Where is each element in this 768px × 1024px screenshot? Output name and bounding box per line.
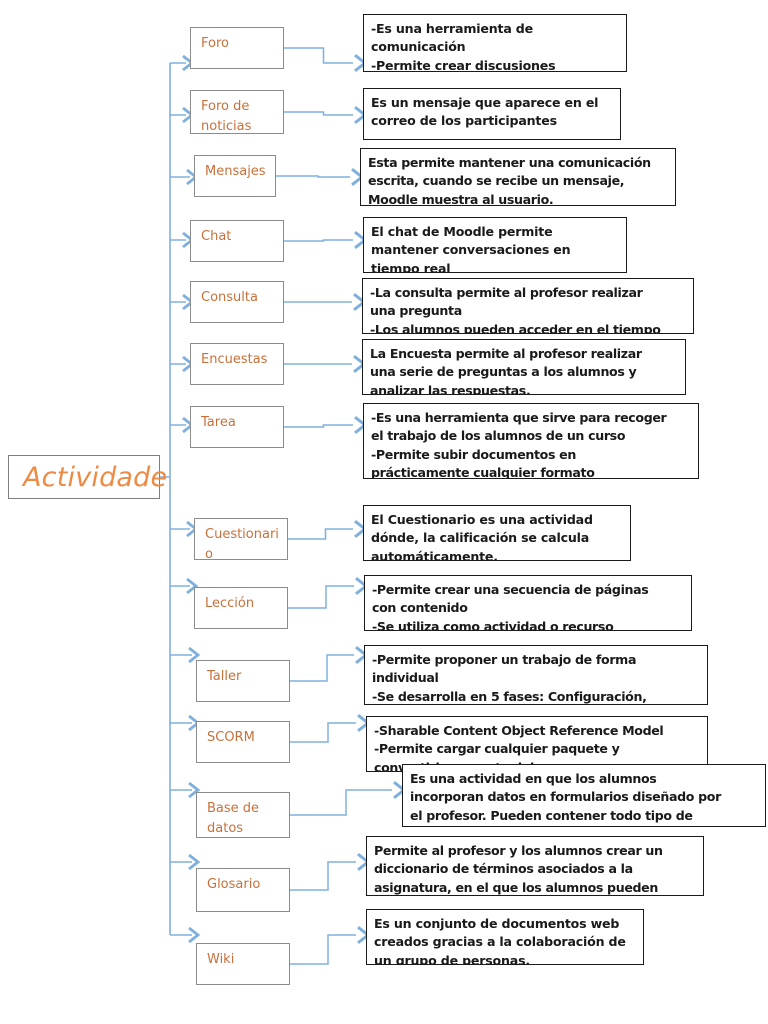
description-text: El Cuestionario es una actividad dónde, … <box>371 512 593 561</box>
connector-scorm-to-description <box>290 722 356 743</box>
topic-node-encuestas[interactable]: Encuestas <box>190 343 284 385</box>
description-box-taller[interactable]: -Permite proponer un trabajo de forma in… <box>364 645 708 705</box>
topic-node-label: Glosario <box>207 877 261 892</box>
topic-node-tarea[interactable]: Tarea <box>190 406 284 448</box>
description-text: -Permite proponer un trabajo de forma in… <box>372 652 647 704</box>
description-box-base-dedatos[interactable]: Es una actividad en que los alumnos inco… <box>402 764 766 827</box>
description-text: El chat de Moodle permite mantener conve… <box>371 224 571 273</box>
connector-chat-to-description <box>284 239 353 242</box>
description-text: Es un mensaje que aparece en el correo d… <box>371 95 599 129</box>
topic-node-glosario[interactable]: Glosario <box>196 868 290 912</box>
topic-node-consulta[interactable]: Consulta <box>190 281 284 323</box>
topic-node-label: Foro de noticias <box>201 99 252 134</box>
connector-foro-denoticias-to-description <box>284 111 353 116</box>
description-box-tarea[interactable]: -Es una herramienta que sirve para recog… <box>363 403 699 479</box>
arrowhead-to-glosario <box>188 853 201 871</box>
topic-node-label: Base de datos <box>207 801 260 836</box>
connector-cuestionario-to-description <box>288 528 353 540</box>
topic-node-label: SCORM <box>207 730 255 745</box>
description-box-scorm[interactable]: -Sharable Content Object Reference Model… <box>366 716 708 772</box>
connector-base-dedatos-to-description <box>290 789 392 816</box>
topic-node-base-dedatos[interactable]: Base de datos <box>196 792 290 838</box>
topic-node-label: Mensajes <box>205 164 266 179</box>
description-text: -Permite crear una secuencia de páginas … <box>372 582 649 631</box>
description-box-glosario[interactable]: Permite al profesor y los alumnos crear … <box>366 836 704 896</box>
topic-node-label: Lección <box>205 596 255 611</box>
root-node-actividade[interactable]: Actividade <box>8 455 167 499</box>
topic-node-label: Tarea <box>201 415 236 430</box>
topic-node-label: Taller <box>207 669 242 684</box>
topic-node-mensajes[interactable]: Mensajes <box>194 155 276 197</box>
description-text: Es un conjunto de documentos web creados… <box>374 916 626 965</box>
topic-node-label: Consulta <box>201 290 258 305</box>
description-box-cuestionario[interactable]: El Cuestionario es una actividad dónde, … <box>363 505 631 561</box>
description-text: Es una actividad en que los alumnos inco… <box>410 771 721 823</box>
description-box-foro[interactable]: -Es una herramienta de comunicación -Per… <box>363 14 627 72</box>
topic-node-cuestionario[interactable]: Cuestionari o <box>194 518 288 560</box>
connector-tarea-to-description <box>284 424 353 428</box>
connector-leccion-to-description <box>288 585 354 609</box>
description-box-foro-denoticias[interactable]: Es un mensaje que aparece en el correo d… <box>363 88 621 140</box>
topic-node-taller[interactable]: Taller <box>196 660 290 702</box>
topic-node-scorm[interactable]: SCORM <box>196 721 290 763</box>
connector-mensajes-to-description <box>276 175 350 178</box>
description-box-consulta[interactable]: -La consulta permite al profesor realiza… <box>362 278 694 334</box>
topic-node-foro[interactable]: Foro <box>190 27 284 69</box>
topic-node-leccion[interactable]: Lección <box>194 587 288 629</box>
description-text: -Es una herramienta que sirve para recog… <box>371 410 667 479</box>
arrowhead-to-wiki <box>188 926 201 944</box>
description-text: Esta permite mantener una comunicación e… <box>368 155 651 206</box>
description-text: -Sharable Content Object Reference Model… <box>374 723 664 771</box>
connector-glosario-to-description <box>290 861 356 891</box>
description-text: -Es una herramienta de comunicación -Per… <box>371 21 556 72</box>
topic-node-label: Cuestionari o <box>205 527 279 560</box>
topic-node-label: Wiki <box>207 952 235 967</box>
connector-wiki-to-description <box>290 934 356 965</box>
description-text: La Encuesta permite al profesor realizar… <box>370 346 642 395</box>
description-text: -La consulta permite al profesor realiza… <box>370 285 661 334</box>
description-box-wiki[interactable]: Es un conjunto de documentos web creados… <box>366 909 644 965</box>
description-text: Permite al profesor y los alumnos crear … <box>374 843 663 895</box>
topic-node-chat[interactable]: Chat <box>190 220 284 262</box>
topic-node-wiki[interactable]: Wiki <box>196 943 290 985</box>
topic-node-label: Chat <box>201 229 232 244</box>
topic-node-label: Encuestas <box>201 352 268 367</box>
connector-taller-to-description <box>290 654 354 682</box>
description-box-mensajes[interactable]: Esta permite mantener una comunicación e… <box>360 148 676 206</box>
description-box-encuestas[interactable]: La Encuesta permite al profesor realizar… <box>362 339 686 395</box>
connector-foro-to-description <box>284 47 353 64</box>
topic-node-foro-denoticias[interactable]: Foro de noticias <box>190 90 284 134</box>
description-box-leccion[interactable]: -Permite crear una secuencia de páginas … <box>364 575 692 631</box>
root-node-label: Actividade <box>23 461 168 493</box>
topic-node-label: Foro <box>201 36 229 51</box>
description-box-chat[interactable]: El chat de Moodle permite mantener conve… <box>363 217 627 273</box>
